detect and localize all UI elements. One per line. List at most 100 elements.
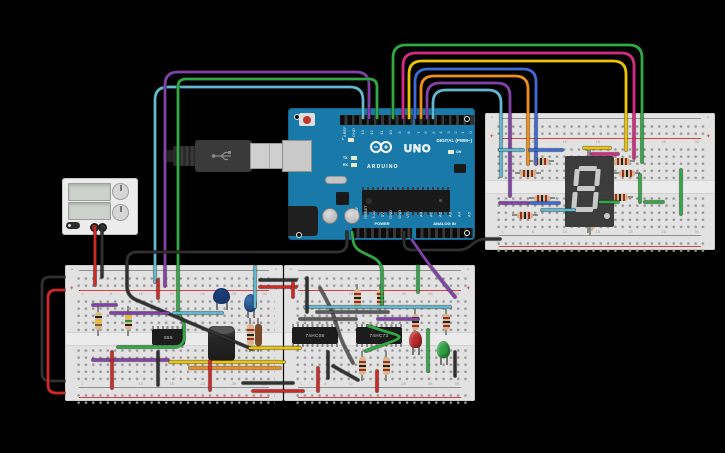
wire-pin3-purple[interactable] xyxy=(425,81,512,198)
ic-74hc08[interactable]: 74HC08 xyxy=(292,327,338,344)
digital-header-right[interactable] xyxy=(415,115,474,125)
resistor[interactable] xyxy=(516,211,534,219)
led-green[interactable] xyxy=(437,341,450,358)
wire-black-diag-b[interactable] xyxy=(331,364,360,382)
resistor[interactable] xyxy=(519,169,537,177)
resistor[interactable] xyxy=(124,311,132,331)
rail-minus-sign: - xyxy=(707,115,709,121)
resistor[interactable] xyxy=(611,193,629,201)
resistor-band xyxy=(624,157,627,165)
resistor-band xyxy=(376,300,384,303)
analog-label: ANALOG IN xyxy=(433,221,456,226)
resistor-band xyxy=(94,315,102,318)
rail-negative-line xyxy=(499,118,701,119)
digital-header-left[interactable] xyxy=(340,115,413,125)
rail-minus-sign: - xyxy=(467,267,469,273)
wire-pin2-cyan-outline xyxy=(430,87,504,179)
wire-purple-diag[interactable] xyxy=(410,238,457,299)
resistor[interactable] xyxy=(533,194,551,202)
psu-voltage-knob[interactable] xyxy=(112,183,129,200)
capacitor-silver-2 xyxy=(344,208,360,224)
wire-pin6-yellow[interactable] xyxy=(407,59,628,152)
wire-pin2-cyan[interactable] xyxy=(431,88,503,178)
mcu-chip-pins-bottom xyxy=(362,212,450,215)
wire-pin13-cyan[interactable] xyxy=(153,85,365,284)
rail-top-holes xyxy=(73,273,275,288)
mounting-hole xyxy=(296,232,302,238)
crystal-oscillator xyxy=(325,176,347,184)
mounting-hole xyxy=(294,114,300,120)
resistor-band xyxy=(442,324,450,327)
resistor[interactable] xyxy=(613,157,631,165)
resistor-band xyxy=(621,157,624,165)
capacitor-disc-blue-leg xyxy=(216,302,218,310)
resistor-band xyxy=(527,169,530,177)
resistor-band xyxy=(382,368,390,371)
rail-positive-line xyxy=(79,397,269,398)
icsp-header[interactable] xyxy=(454,164,466,173)
wire-green-hook[interactable] xyxy=(364,324,401,353)
rail-plus-sign: + xyxy=(289,286,293,292)
arduino-logo-icon xyxy=(370,141,392,153)
led-l xyxy=(348,138,354,142)
resistor[interactable] xyxy=(376,289,384,307)
resistor-band xyxy=(411,324,419,327)
ic-74hc08-pins xyxy=(292,344,338,347)
resistor[interactable] xyxy=(382,356,390,376)
wire-gnd-black-right[interactable] xyxy=(402,230,502,252)
led-green-leg xyxy=(440,356,442,365)
rail-positive-line xyxy=(79,290,269,291)
resistor-band xyxy=(527,211,530,219)
wire-green-down[interactable] xyxy=(350,230,384,307)
mcu-chip xyxy=(362,190,450,212)
led-l-label: L xyxy=(342,137,345,141)
resistor[interactable] xyxy=(353,289,361,307)
wire-gray-s[interactable] xyxy=(318,286,355,365)
capacitor-disc-blue[interactable] xyxy=(213,288,230,304)
wire-pin8-green[interactable] xyxy=(391,43,644,164)
wire-pin5-blue[interactable] xyxy=(413,67,538,166)
psu-power-toggle[interactable] xyxy=(66,222,80,229)
resistor-band xyxy=(530,169,533,177)
wire-pin4-orange[interactable] xyxy=(419,74,530,166)
resistor-band xyxy=(382,364,390,367)
ic-555[interactable]: 555 xyxy=(152,329,185,345)
wire-pin7-magenta[interactable] xyxy=(401,51,636,160)
resistor-band xyxy=(629,169,632,177)
led-red[interactable] xyxy=(409,331,422,348)
digital-label: DIGITAL (PWM~) xyxy=(436,138,472,143)
model-label: UNO xyxy=(404,143,432,156)
rail-plus-sign: + xyxy=(274,286,278,292)
resistor[interactable] xyxy=(442,313,450,331)
resistor-band xyxy=(622,193,625,201)
psu-current-knob[interactable] xyxy=(112,204,129,221)
wire-rail-red-loop[interactable] xyxy=(46,288,66,395)
seven-segment-display-dot xyxy=(604,213,610,219)
mounting-hole xyxy=(464,230,470,236)
resistor[interactable] xyxy=(94,311,102,331)
resistor[interactable] xyxy=(246,324,254,346)
rail-plus-sign: + xyxy=(490,134,494,140)
analog-header[interactable] xyxy=(416,228,473,238)
resistor-band xyxy=(544,194,547,202)
led-red-leg xyxy=(412,346,414,355)
seven-segment-display-pin xyxy=(587,150,591,157)
capacitor-silver-1 xyxy=(322,208,338,224)
ic-74hc73[interactable]: 74HC73 xyxy=(356,327,402,344)
resistor-band xyxy=(520,211,523,219)
wire-green-down-outline xyxy=(349,229,385,308)
power-header[interactable] xyxy=(352,228,412,238)
resistor-band xyxy=(246,333,254,336)
resistor-band xyxy=(358,360,366,363)
rail-minus-sign: - xyxy=(275,267,277,273)
resistor[interactable] xyxy=(358,356,366,376)
reset-button[interactable] xyxy=(299,113,315,126)
wire-gnd-black-left[interactable] xyxy=(125,230,349,351)
usb-plug-body xyxy=(195,140,252,172)
resistor[interactable] xyxy=(532,157,550,165)
resistor[interactable] xyxy=(618,169,636,177)
seven-segment-display[interactable] xyxy=(565,156,614,227)
resistor[interactable] xyxy=(254,324,262,346)
rail-minus-sign: - xyxy=(71,267,73,273)
